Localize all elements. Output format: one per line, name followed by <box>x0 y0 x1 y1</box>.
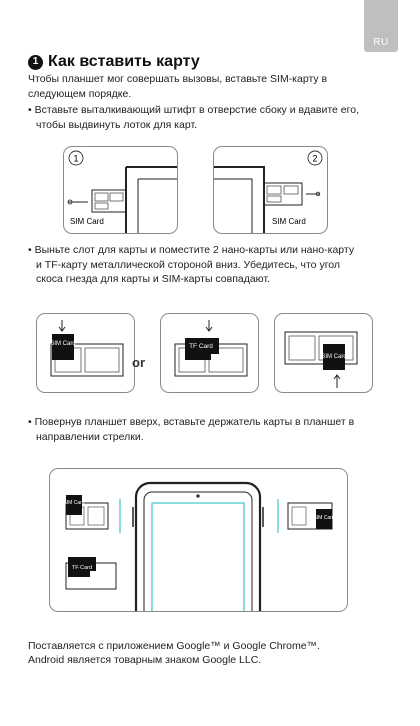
down-arrow-icon <box>58 326 66 332</box>
sim-card-label-left: SIM Card <box>63 500 84 506</box>
step-number-1: 1 <box>73 154 78 164</box>
sim-card-icon <box>66 495 82 515</box>
tablet-body <box>134 481 262 611</box>
sim-card-caption-left: SIM Card <box>70 217 104 226</box>
sim-card-label: SIM Card <box>321 354 346 360</box>
section-number-badge: 1 <box>28 54 43 70</box>
card-tray <box>65 502 109 530</box>
card-tray <box>50 343 124 377</box>
section-heading: 1 Как вставить карту <box>28 52 358 72</box>
front-camera-icon <box>196 494 200 498</box>
tf-card-label: TF Card <box>72 565 92 571</box>
eject-tray-illustration-right: 2 SIM Card <box>213 146 328 234</box>
sim-card-icon <box>316 509 332 529</box>
tablet-screen <box>151 502 245 611</box>
tf-card-label: TF Card <box>189 343 213 350</box>
sim-card-label: SIM Card <box>50 341 75 347</box>
sim-card-icon <box>52 334 74 360</box>
card-tray <box>91 189 127 213</box>
card-tray <box>284 331 358 365</box>
step-3-text: • Повернув планшет вверх, вставьте держа… <box>28 416 355 443</box>
tf-card-icon <box>68 557 96 577</box>
step-1-text: • Вставьте выталкивающий штифт в отверст… <box>28 104 360 131</box>
trademark-line-1: Поставляется с приложением Google™ и Goo… <box>28 640 320 652</box>
tf-card-insert-illustration: TF Card <box>160 313 259 393</box>
sim-card-caption-right: SIM Card <box>272 217 306 226</box>
section-title: Как вставить карту <box>48 53 200 70</box>
down-arrow-icon <box>205 326 213 332</box>
card-tray <box>263 182 303 206</box>
sim-card-bottom-insert-illustration: SIM Card <box>274 313 373 393</box>
step-circle-1 <box>68 150 84 166</box>
language-tab: RU <box>364 0 398 52</box>
up-arrow-icon <box>333 374 341 380</box>
tablet-insert-illustration: SIM Card TF Card SIM Card <box>49 468 348 612</box>
sim-card-insert-illustration: SIM Card <box>36 313 135 393</box>
eject-tray-illustration-left: 1 SIM Card <box>63 146 178 234</box>
or-separator: or <box>132 355 145 370</box>
language-label: RU <box>373 37 389 48</box>
step-circle-2 <box>307 150 323 166</box>
step-2-text: • Выньте слот для карты и поместите 2 на… <box>28 244 355 285</box>
trademark-line-2: Android является товарным знаком Google … <box>28 654 262 666</box>
step-number-2: 2 <box>312 154 317 164</box>
sim-card-label-right: SIM Card <box>313 515 334 521</box>
tf-card-icon <box>185 338 219 360</box>
sim-card-icon <box>323 344 345 370</box>
intro-text: Чтобы планшет мог совершать вызовы, вста… <box>28 73 328 100</box>
